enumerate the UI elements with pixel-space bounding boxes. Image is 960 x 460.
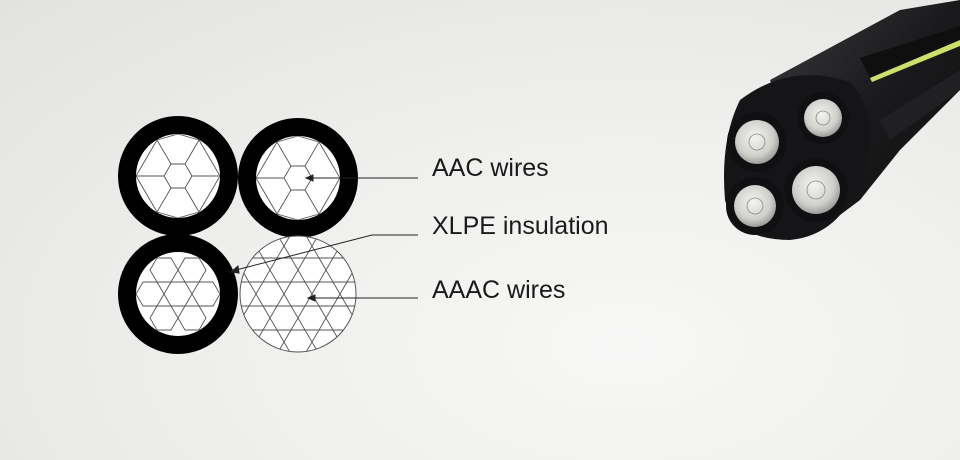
aaac-strand-pattern xyxy=(240,236,356,352)
strand-texture xyxy=(746,110,831,215)
neutral-stripe xyxy=(870,40,960,82)
xlpe-insulation-ring xyxy=(118,234,238,354)
arrowhead-aaac xyxy=(306,294,316,302)
aluminum-core-4 xyxy=(792,166,840,214)
insulated-conductor-bottom-left xyxy=(118,234,238,354)
xlpe-insulation-ring xyxy=(118,116,238,236)
aac-strand-pattern xyxy=(256,136,340,220)
arrowhead-aac xyxy=(304,174,314,182)
aac-strand-pattern xyxy=(136,134,220,218)
aluminum-core-3 xyxy=(734,185,776,227)
insulated-conductor-top-left xyxy=(118,116,238,236)
leader-line-xlpe xyxy=(235,234,418,271)
label-aaac-wires: AAAC wires xyxy=(432,276,566,304)
bare-aaac-conductor xyxy=(239,235,357,353)
leader-lines xyxy=(229,174,418,302)
aac-strand-pattern xyxy=(136,257,220,331)
arrowhead-xlpe xyxy=(229,265,240,274)
aaac-outline xyxy=(239,235,357,353)
aluminum-core-1 xyxy=(735,120,779,164)
cable-core-black xyxy=(860,26,960,78)
label-xlpe-insulation: XLPE insulation xyxy=(432,212,609,240)
label-aac-wires: AAC wires xyxy=(432,154,549,182)
abc-cable-photo xyxy=(724,0,960,240)
aluminum-core-2 xyxy=(804,99,842,137)
cable-core-lower xyxy=(880,70,960,140)
